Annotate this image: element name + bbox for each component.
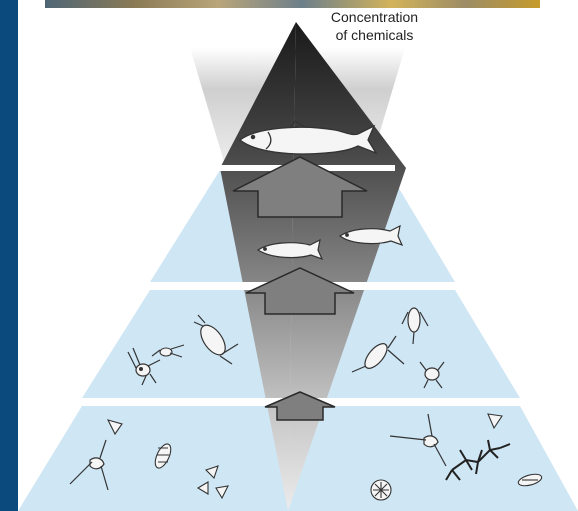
concentration-label-line2: of chemicals [312,26,437,44]
concentration-label-line1: Concentration [312,8,437,26]
phytoplankton-round-diatom-icon [371,480,391,500]
concentration-label: Concentration of chemicals [312,8,437,44]
